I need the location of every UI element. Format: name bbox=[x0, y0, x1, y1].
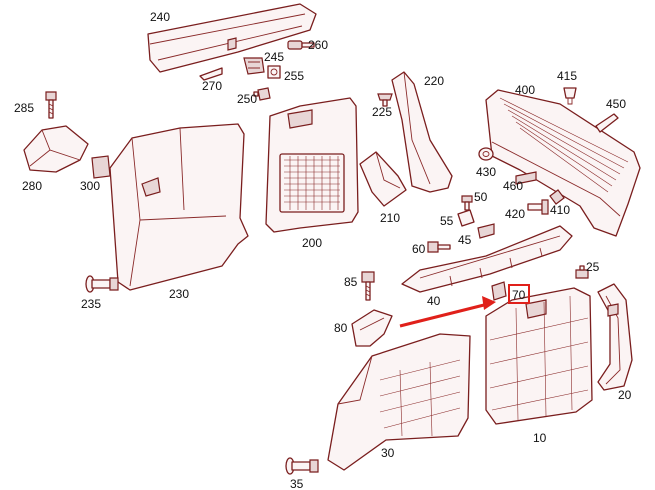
label-220: 220 bbox=[424, 74, 444, 88]
label-415: 415 bbox=[557, 69, 577, 83]
label-85: 85 bbox=[344, 275, 358, 289]
label-255: 255 bbox=[284, 69, 304, 83]
part-55-clip[interactable] bbox=[457, 209, 475, 227]
part-285-bolt[interactable] bbox=[45, 91, 57, 119]
label-235: 235 bbox=[81, 297, 101, 311]
part-260-bolt[interactable] bbox=[287, 40, 315, 50]
part-280-cover[interactable] bbox=[23, 125, 89, 173]
part-420-screw[interactable] bbox=[527, 199, 549, 215]
part-400-sill-trim[interactable] bbox=[485, 89, 641, 237]
label-40: 40 bbox=[427, 294, 441, 308]
label-460: 460 bbox=[503, 179, 523, 193]
part-45-clip[interactable] bbox=[477, 223, 495, 239]
highlight-box bbox=[508, 284, 530, 304]
part-235-push-pin[interactable] bbox=[85, 275, 119, 293]
part-35-push-pin[interactable] bbox=[285, 457, 319, 475]
label-280: 280 bbox=[22, 179, 42, 193]
part-250-screw[interactable] bbox=[253, 87, 271, 101]
label-410: 410 bbox=[550, 203, 570, 217]
part-85-bolt[interactable] bbox=[361, 271, 375, 301]
label-70: 70 bbox=[512, 288, 526, 302]
part-25-screw[interactable] bbox=[575, 265, 589, 279]
part-255-nut[interactable] bbox=[267, 65, 281, 79]
label-430: 430 bbox=[476, 165, 496, 179]
label-250: 250 bbox=[237, 92, 257, 106]
label-300: 300 bbox=[80, 179, 100, 193]
label-55: 55 bbox=[440, 214, 454, 228]
part-220-pillar-trim[interactable] bbox=[391, 71, 453, 193]
label-25: 25 bbox=[586, 260, 600, 274]
label-270: 270 bbox=[202, 79, 222, 93]
label-10: 10 bbox=[533, 431, 547, 445]
callout-arrow bbox=[399, 296, 496, 328]
part-225-screw[interactable] bbox=[377, 93, 393, 107]
label-200: 200 bbox=[302, 236, 322, 250]
part-415-clip[interactable] bbox=[563, 87, 577, 105]
part-80-cover[interactable] bbox=[351, 309, 393, 347]
part-410-clip[interactable] bbox=[549, 189, 565, 205]
part-60-bolt[interactable] bbox=[427, 241, 451, 253]
part-270-bracket[interactable] bbox=[199, 67, 223, 81]
label-260: 260 bbox=[308, 38, 328, 52]
part-230-side-panel[interactable] bbox=[109, 123, 249, 291]
label-245: 245 bbox=[264, 50, 284, 64]
part-20-trim-strip[interactable] bbox=[597, 283, 633, 391]
label-20: 20 bbox=[618, 388, 632, 402]
label-30: 30 bbox=[381, 446, 395, 460]
label-225: 225 bbox=[372, 105, 392, 119]
part-450-strip[interactable] bbox=[595, 113, 619, 133]
part-240-shelf-trim[interactable] bbox=[147, 3, 317, 73]
part-460-pad[interactable] bbox=[515, 171, 537, 185]
label-240: 240 bbox=[150, 10, 170, 24]
label-420: 420 bbox=[505, 207, 525, 221]
part-30-lower-panel[interactable] bbox=[327, 333, 471, 471]
label-50: 50 bbox=[474, 190, 488, 204]
label-60: 60 bbox=[412, 242, 426, 256]
part-labels: 240 260 245 255 270 250 220 400 415 450 … bbox=[14, 10, 632, 490]
label-450: 450 bbox=[606, 97, 626, 111]
part-245-clip[interactable] bbox=[243, 57, 265, 75]
label-285: 285 bbox=[14, 101, 34, 115]
label-45: 45 bbox=[458, 233, 472, 247]
part-300-pad[interactable] bbox=[91, 155, 111, 179]
label-400: 400 bbox=[515, 83, 535, 97]
part-210-bracket[interactable] bbox=[359, 151, 407, 207]
part-70-clip[interactable] bbox=[491, 281, 507, 301]
label-80: 80 bbox=[334, 321, 348, 335]
label-35: 35 bbox=[290, 477, 304, 490]
part-50-screw[interactable] bbox=[461, 195, 473, 211]
label-210: 210 bbox=[380, 211, 400, 225]
part-40-rail[interactable] bbox=[401, 225, 573, 293]
part-200-net-cover[interactable] bbox=[265, 97, 359, 233]
label-230: 230 bbox=[169, 287, 189, 301]
part-430-grommet[interactable] bbox=[478, 147, 494, 161]
part-10-cage-panel[interactable] bbox=[485, 287, 593, 425]
